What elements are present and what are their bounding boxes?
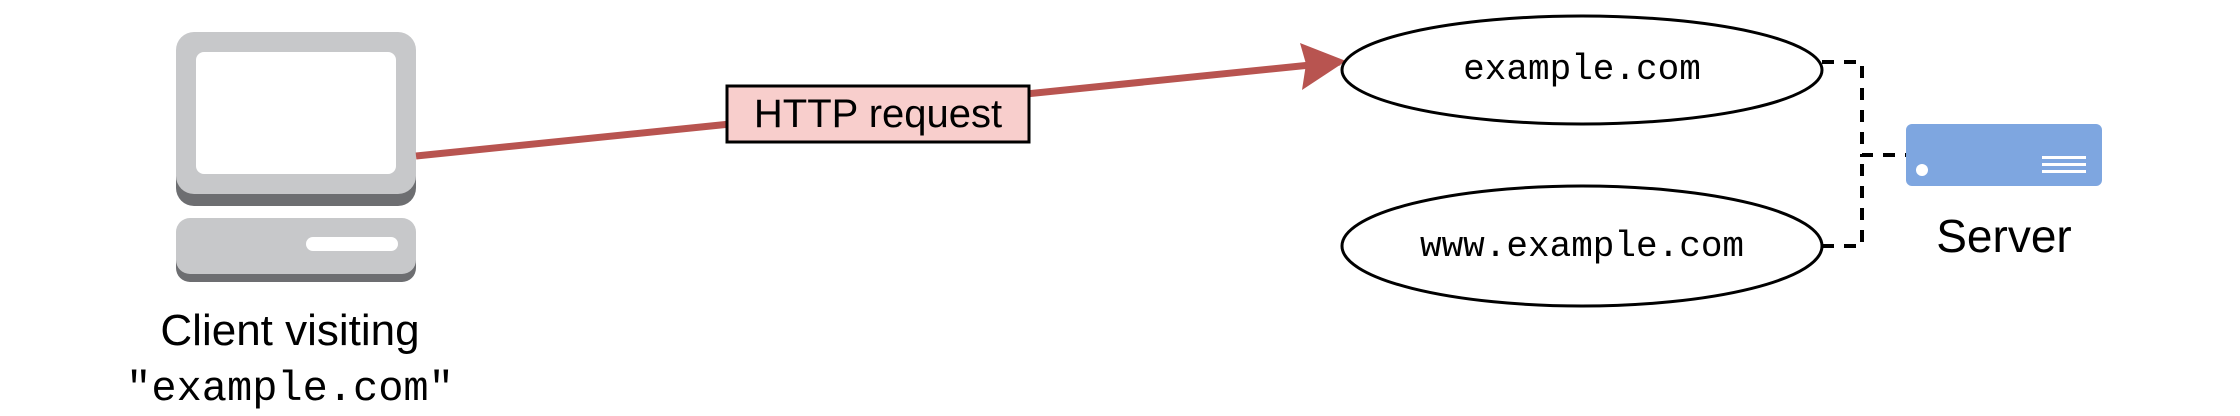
domain-label-www-example-com: www.example.com bbox=[1420, 226, 1744, 267]
domain-label-example-com: example.com bbox=[1463, 49, 1701, 90]
server-rack-icon bbox=[1906, 124, 2102, 186]
domain-node-example-com: example.com bbox=[1340, 14, 1824, 126]
arrow-head bbox=[1300, 43, 1346, 90]
client-label-line2: "example.com" bbox=[126, 365, 454, 413]
client-label-line1: Client visiting bbox=[160, 306, 419, 355]
http-request-label: HTTP request bbox=[725, 84, 1031, 144]
desktop-computer-icon bbox=[176, 32, 416, 282]
dashed-connector-domain2-server bbox=[1822, 155, 1864, 248]
dashed-connector-domain1-server bbox=[1822, 60, 1906, 157]
server-label: Server bbox=[1936, 210, 2071, 262]
http-request-label-text: HTTP request bbox=[754, 92, 1002, 136]
domain-node-www-example-com: www.example.com bbox=[1340, 184, 1824, 308]
